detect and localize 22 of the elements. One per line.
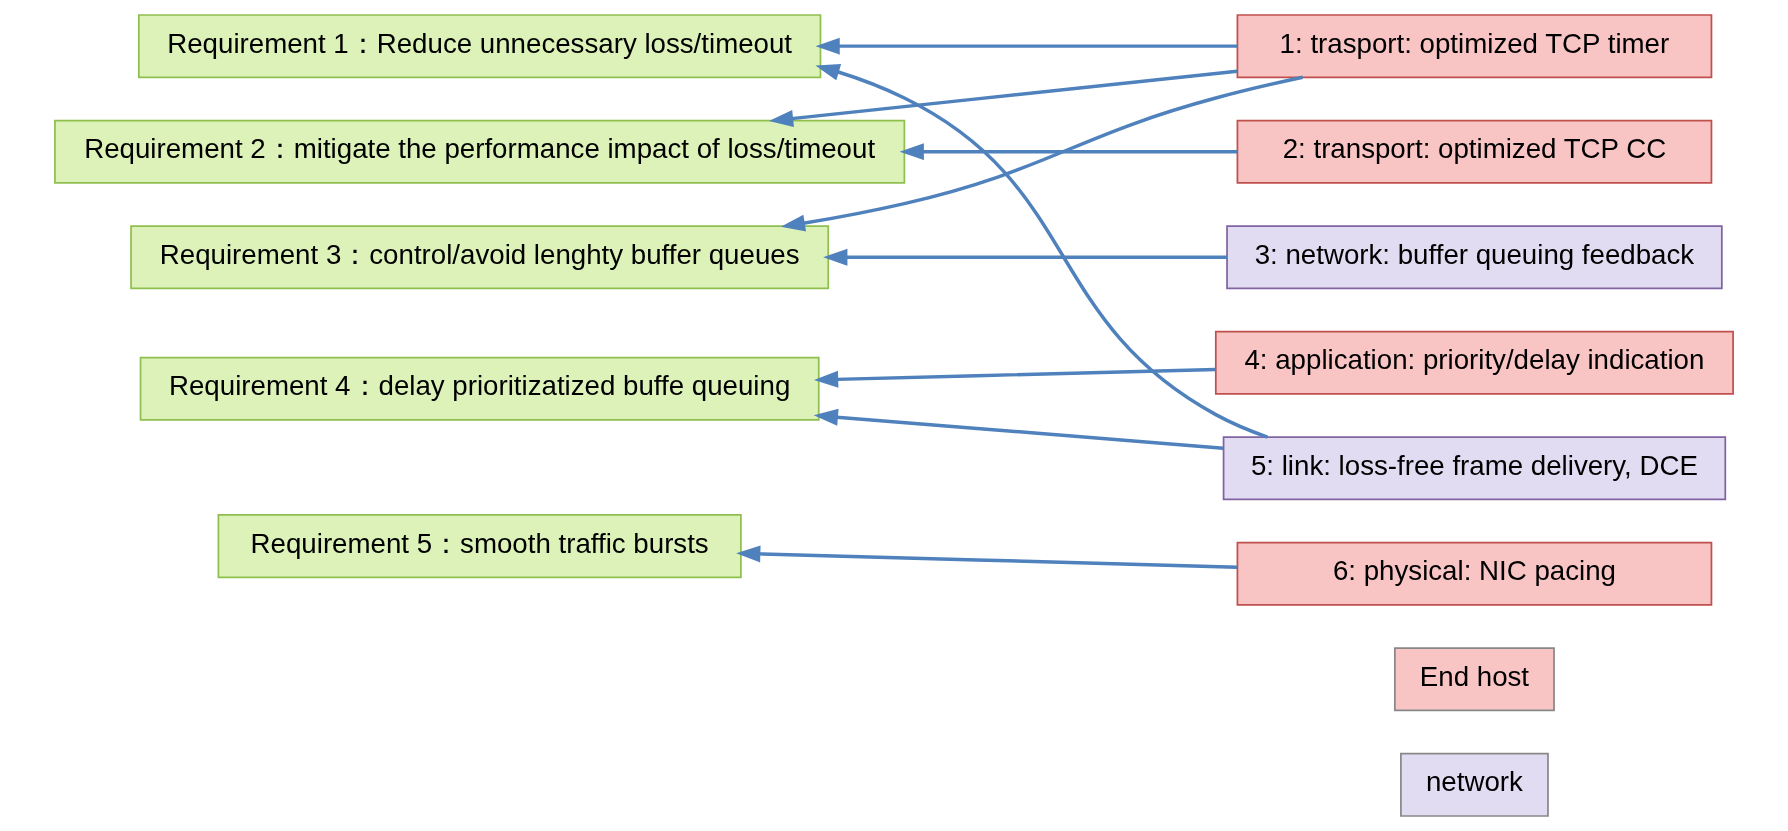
node-box: 1: trasport: optimized TCP timer bbox=[1236, 14, 1713, 79]
node-box: 2: transport: optimized TCP CC bbox=[1236, 119, 1713, 184]
arrow bbox=[823, 248, 1227, 266]
node-box: 4: application: priority/delay indication bbox=[1214, 330, 1734, 395]
node-box: Requirement 3：control/avoid lenghty buffer queues bbox=[130, 225, 830, 290]
arrow bbox=[815, 64, 1269, 439]
node-box: Requirement 4：delay prioritizatized buffe queuing bbox=[139, 356, 820, 421]
arrow bbox=[768, 69, 1238, 127]
node-box: 6: physical: NIC pacing bbox=[1236, 541, 1713, 606]
node-box: Requirement 2：mitigate the performance impact of loss/timeout bbox=[54, 119, 906, 184]
node-box: 5: link: loss-free frame delivery, DCE bbox=[1222, 436, 1727, 501]
arrow bbox=[813, 408, 1224, 450]
arrow bbox=[899, 143, 1238, 161]
arrow bbox=[815, 37, 1238, 55]
arrow bbox=[736, 545, 1238, 569]
node-box: 3: network: buffer queuing feedback bbox=[1226, 225, 1723, 290]
legend-label: network bbox=[1425, 766, 1523, 798]
legend-label: End host bbox=[1419, 660, 1530, 692]
node-box: Requirement 1：Reduce unnecessary loss/timeout bbox=[137, 14, 822, 79]
arrow bbox=[813, 367, 1216, 388]
arrow bbox=[780, 75, 1304, 232]
node-box: Requirement 5：smooth traffic bursts bbox=[217, 514, 742, 579]
